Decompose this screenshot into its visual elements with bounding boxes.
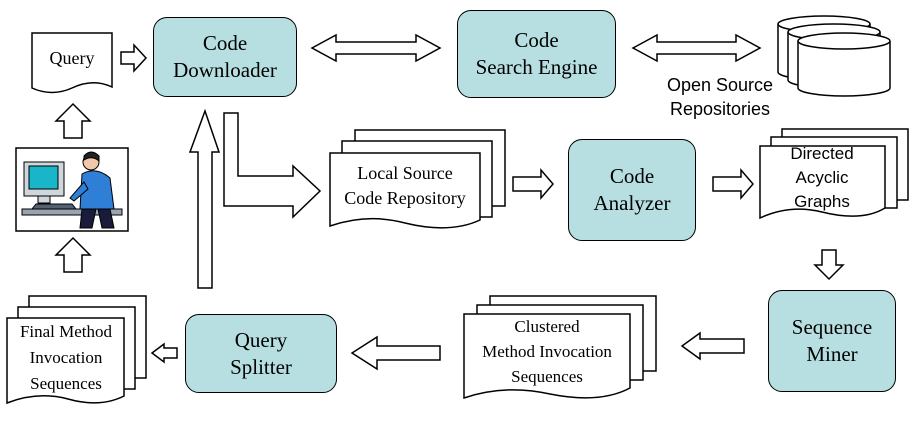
- clustered-sequences-label: Clustered Method Invocation Sequences: [464, 312, 630, 390]
- sequence-miner-box: Sequence Miner: [768, 290, 896, 392]
- code-search-engine-box: Code Search Engine: [457, 10, 616, 98]
- arrow-downloader-search-engine: [310, 33, 442, 63]
- sequence-miner-line-1: Sequence: [791, 315, 873, 339]
- final-line-1: Final Method: [19, 322, 113, 341]
- clustered-line-1: Clustered: [514, 316, 580, 336]
- arrow-search-engine-repositories: [631, 33, 762, 63]
- query-splitter-line-2: Splitter: [230, 354, 292, 379]
- arrow-local-repo-to-analyzer: [512, 167, 554, 201]
- dag-line-1: Directed: [790, 144, 854, 163]
- code-downloader-box: Code Downloader: [153, 17, 297, 97]
- directed-acyclic-graphs-label: Directed Acyclic Graphs: [762, 142, 882, 214]
- repositories-line-2: Repositories: [669, 99, 771, 119]
- dag-document-stack: [759, 128, 909, 220]
- clustered-document-stack: [463, 295, 657, 400]
- query-document-shape: [31, 32, 113, 94]
- dag-line-2: Acyclic: [795, 168, 849, 187]
- user-at-computer-icon: [15, 147, 129, 232]
- repositories-line-1: Open Source: [666, 75, 774, 95]
- local-repo-document-stack: [329, 129, 506, 229]
- query-splitter-line-1: Query: [234, 327, 288, 352]
- code-downloader-line-2: Downloader: [173, 58, 277, 82]
- database-cylinders-icon: [777, 15, 891, 97]
- dag-line-3: Graphs: [794, 192, 850, 211]
- arrow-splitter-to-final: [150, 342, 178, 364]
- local-source-code-repository-label: Local Source Code Repository: [330, 156, 480, 216]
- code-analyzer-line-2: Analyzer: [593, 191, 671, 215]
- query-splitter-box: Query Splitter: [185, 314, 337, 393]
- clustered-line-2: Method Invocation: [482, 341, 612, 361]
- final-line-3: Sequences: [30, 374, 102, 393]
- arrow-analyzer-to-dags: [712, 167, 754, 201]
- query-document: Query: [32, 36, 112, 80]
- open-source-repositories-label: Open Source Repositories: [650, 72, 790, 122]
- clustered-line-3: Sequences: [511, 366, 583, 386]
- arrow-dags-to-miner: [813, 249, 845, 281]
- arrow-clustered-to-splitter: [350, 335, 441, 371]
- arrow-final-to-user: [54, 236, 92, 273]
- arrow-miner-to-clustered: [680, 331, 745, 361]
- arrow-query-to-downloader: [120, 43, 148, 73]
- final-sequences-label: Final Method Invocation Sequences: [5, 318, 127, 398]
- code-downloader-line-1: Code: [202, 31, 248, 55]
- final-document-stack: [6, 295, 147, 405]
- local-repo-line-2: Code Repository: [344, 188, 466, 208]
- arrow-splitter-to-downloader: [188, 108, 221, 289]
- code-analyzer-line-1: Code: [609, 164, 655, 188]
- code-analyzer-box: Code Analyzer: [568, 139, 696, 241]
- code-search-engine-line-1: Code: [514, 28, 559, 52]
- arrow-downloader-to-local-repo: [223, 112, 322, 219]
- local-repo-line-1: Local Source: [357, 163, 453, 183]
- code-search-engine-line-2: Search Engine: [475, 55, 598, 79]
- arrow-user-to-query: [54, 102, 92, 139]
- final-line-2: Invocation: [29, 348, 103, 367]
- sequence-miner-line-2: Miner: [806, 342, 858, 366]
- query-label: Query: [49, 47, 95, 68]
